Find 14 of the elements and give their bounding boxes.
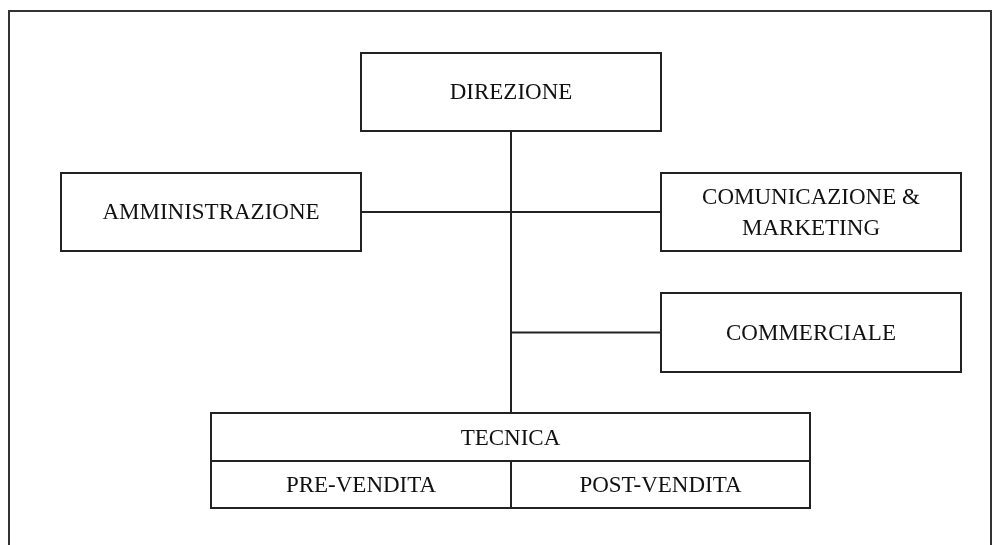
box-label: TECNICA <box>459 424 562 452</box>
org-box <box>360 52 662 132</box>
connector-line <box>510 131 512 413</box>
box-label: AMMINISTRAZIONE <box>101 198 321 227</box>
org-box <box>210 412 811 509</box>
box-label: DIREZIONE <box>448 78 574 107</box>
org-box <box>660 292 962 373</box>
box-label: COMMERCIALE <box>725 318 897 347</box>
org-box <box>60 172 362 252</box>
box-label: PRE-VENDITA <box>284 470 438 499</box>
box-label: POST-VENDITA <box>578 470 743 499</box>
org-box <box>212 460 512 507</box>
box-label: COMUNICAZIONE & MARKETING <box>701 182 921 242</box>
org-box <box>660 172 962 252</box>
